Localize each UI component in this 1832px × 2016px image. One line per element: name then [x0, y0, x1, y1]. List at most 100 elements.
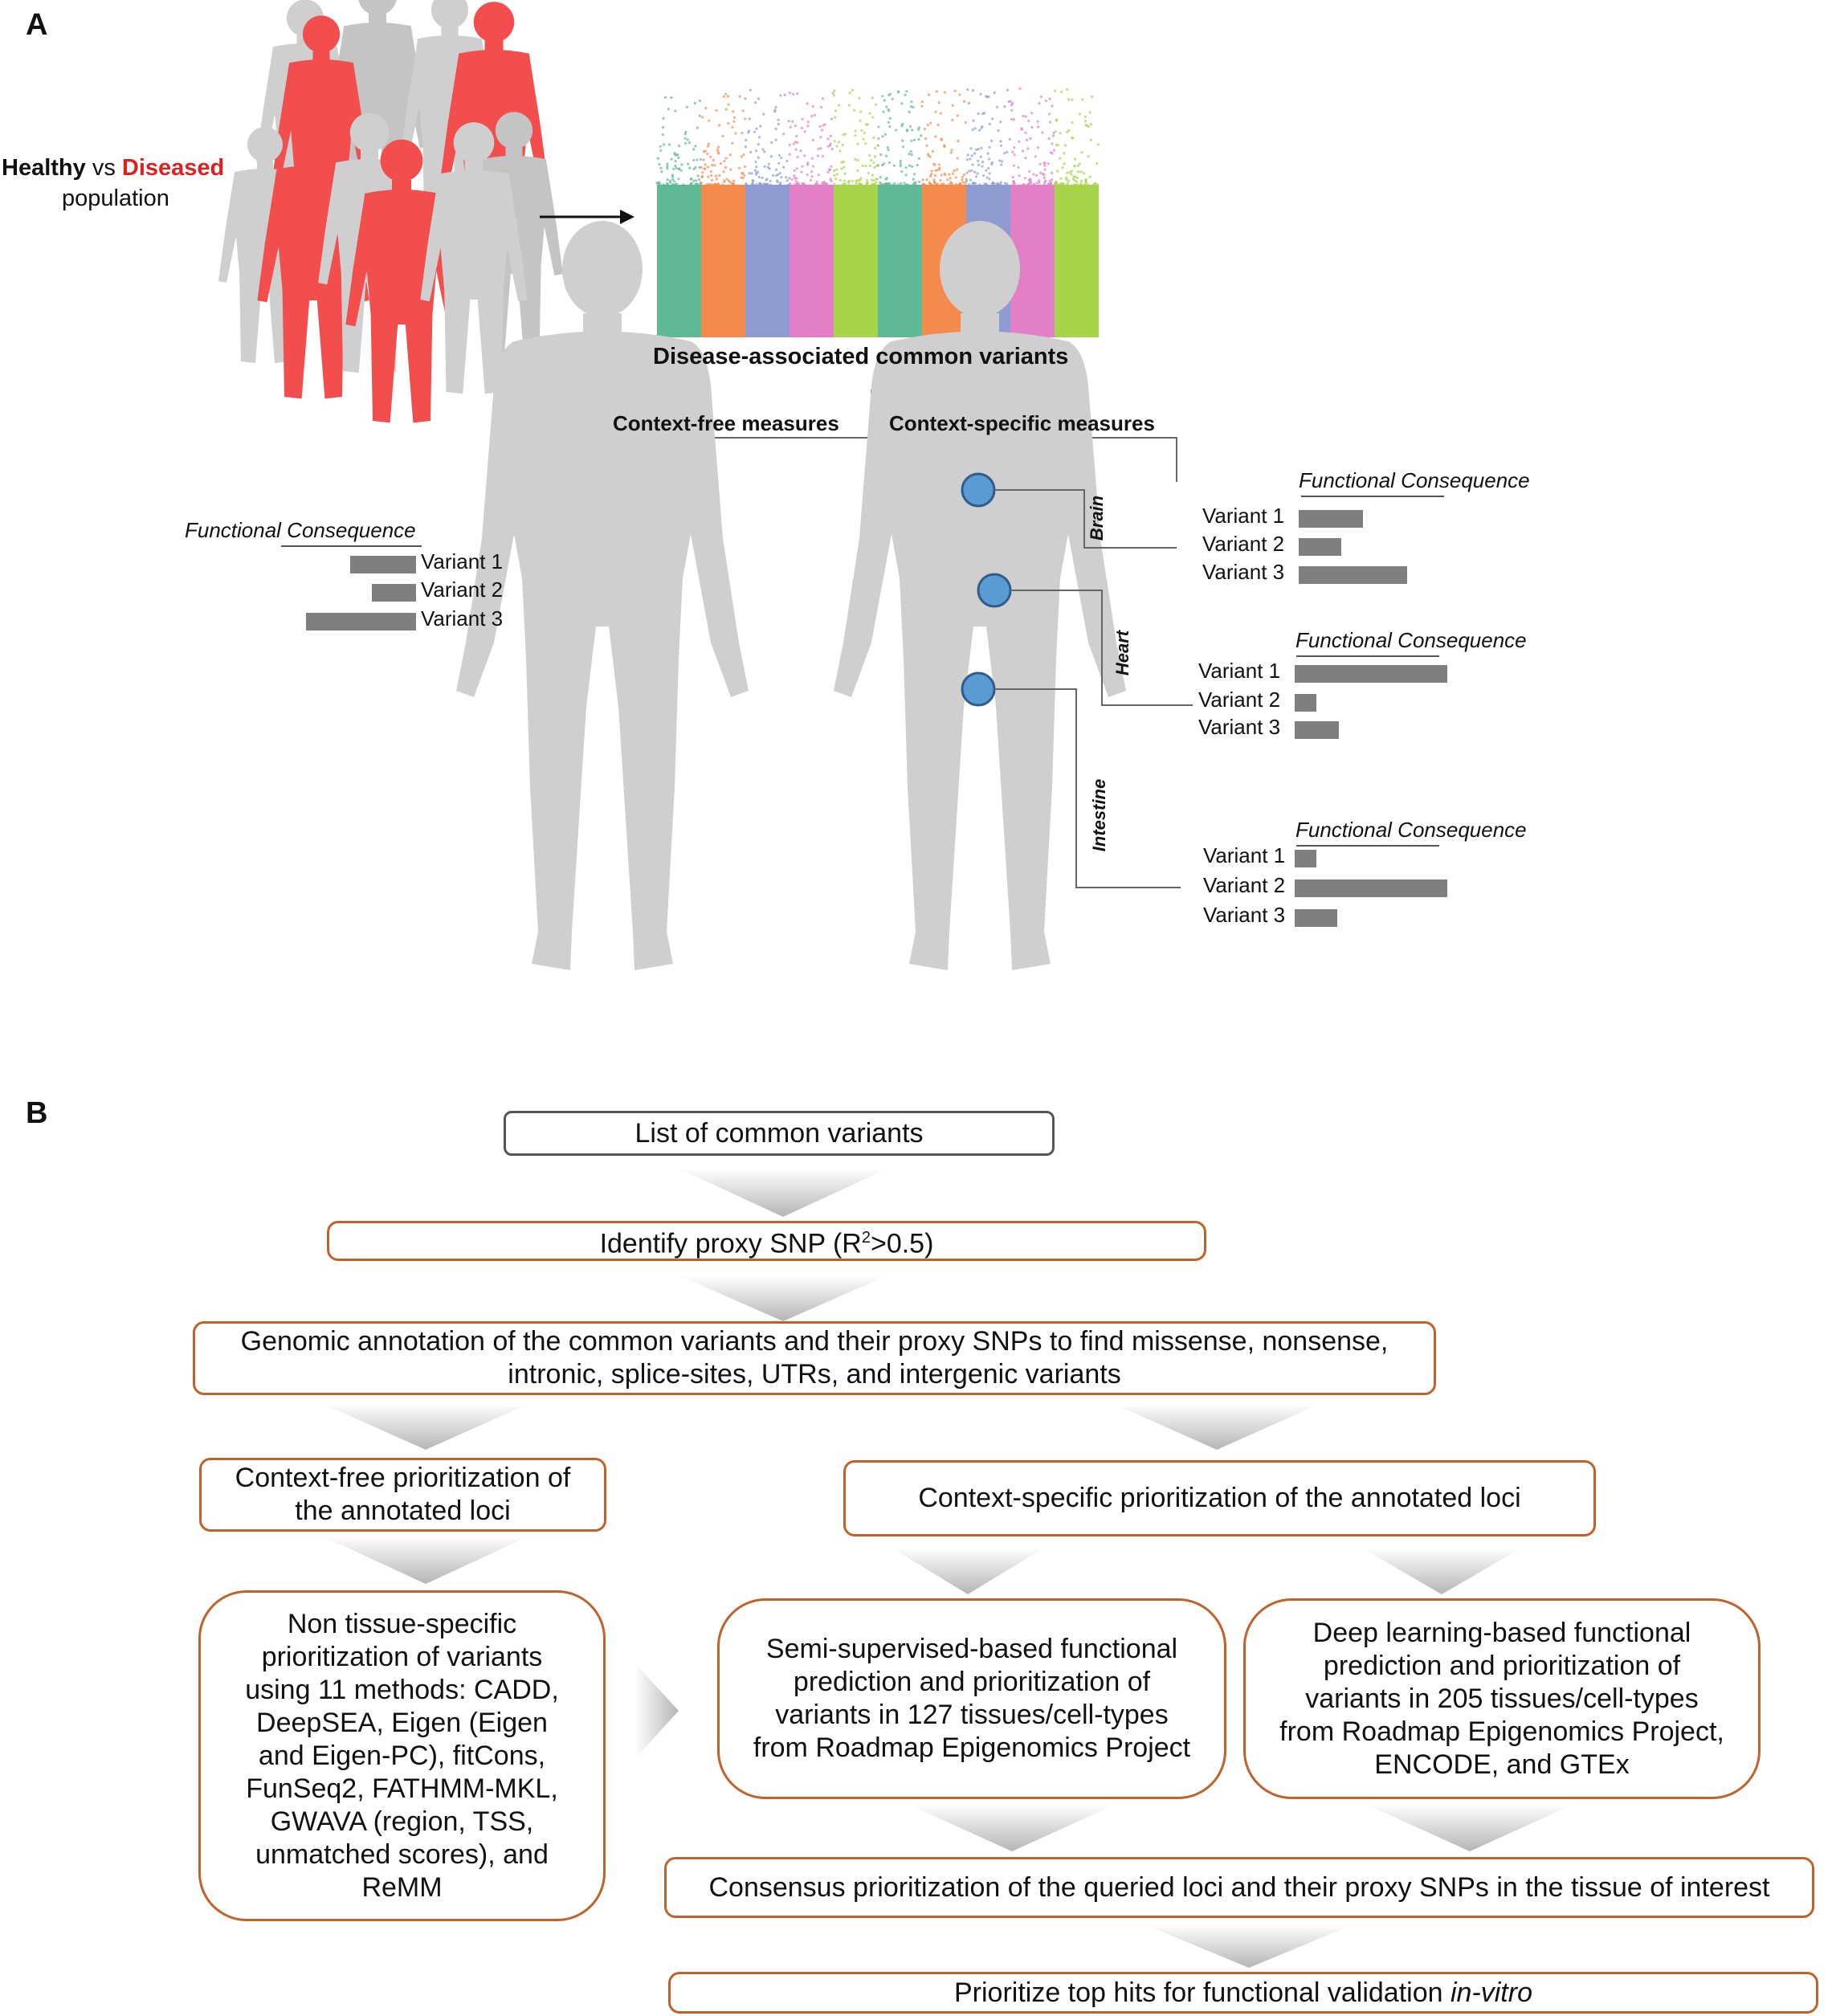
manhattan-point — [932, 178, 936, 182]
manhattan-point — [671, 175, 675, 178]
manhattan-point — [1021, 149, 1025, 153]
manhattan-point — [976, 172, 979, 175]
manhattan-point — [930, 169, 933, 173]
manhattan-point — [876, 164, 880, 167]
manhattan-point — [910, 153, 913, 157]
manhattan-point — [888, 116, 892, 120]
manhattan-point — [826, 145, 830, 148]
manhattan-point — [716, 145, 720, 149]
manhattan-point — [822, 124, 825, 127]
manhattan-column — [878, 185, 922, 337]
manhattan-point — [1036, 146, 1039, 149]
manhattan-point — [965, 158, 969, 161]
manhattan-point — [1066, 183, 1069, 186]
manhattan-point — [1059, 157, 1062, 160]
manhattan-point — [661, 133, 664, 137]
manhattan-point — [731, 125, 734, 129]
manhattan-point — [900, 170, 904, 173]
manhattan-point — [841, 144, 845, 147]
manhattan-point — [708, 119, 711, 122]
manhattan-point — [810, 157, 814, 160]
manhattan-point — [939, 112, 942, 115]
manhattan-point — [1011, 150, 1014, 153]
manhattan-point — [1024, 131, 1027, 134]
manhattan-point — [852, 108, 856, 112]
manhattan-point — [1029, 137, 1032, 140]
manhattan-point — [1072, 183, 1075, 186]
manhattan-point — [696, 174, 700, 178]
manhattan-point — [701, 171, 704, 174]
manhattan-point — [732, 110, 735, 113]
manhattan-point — [924, 137, 928, 141]
manhattan-point — [913, 138, 916, 141]
manhattan-point — [872, 161, 875, 164]
manhattan-point — [971, 128, 974, 131]
manhattan-point — [693, 101, 696, 105]
manhattan-point — [794, 183, 797, 186]
manhattan-point — [887, 161, 892, 165]
manhattan-point — [840, 167, 843, 170]
manhattan-point — [988, 122, 992, 126]
manhattan-point — [750, 172, 753, 175]
manhattan-point — [858, 178, 862, 182]
manhattan-point — [877, 137, 880, 141]
manhattan-point — [971, 163, 974, 166]
manhattan-point — [811, 104, 814, 108]
manhattan-point — [790, 178, 794, 182]
manhattan-point — [819, 136, 822, 139]
manhattan-point — [883, 99, 886, 102]
manhattan-point — [698, 178, 701, 182]
manhattan-point — [677, 178, 680, 181]
manhattan-point — [871, 116, 875, 119]
manhattan-point — [782, 165, 785, 169]
variant-bar — [1299, 538, 1341, 556]
manhattan-point — [873, 155, 877, 158]
manhattan-point — [1076, 164, 1080, 167]
manhattan-point — [1072, 175, 1075, 178]
manhattan-point — [884, 154, 888, 157]
manhattan-point — [821, 154, 824, 158]
chevron-5a — [908, 1804, 1116, 1851]
manhattan-point — [762, 112, 765, 116]
manhattan-point — [666, 165, 669, 168]
manhattan-point — [826, 137, 830, 141]
manhattan-point — [893, 182, 896, 186]
manhattan-point — [672, 167, 675, 170]
manhattan-point — [830, 165, 833, 168]
manhattan-point — [731, 182, 734, 186]
manhattan-point — [831, 92, 834, 95]
manhattan-point — [963, 100, 966, 103]
manhattan-point — [769, 183, 772, 186]
manhattan-point — [1003, 182, 1006, 185]
manhattan-point — [763, 165, 766, 168]
manhattan-point — [816, 154, 819, 157]
manhattan-point — [663, 143, 666, 146]
manhattan-point — [854, 134, 857, 137]
manhattan-point — [1084, 178, 1087, 182]
manhattan-point — [777, 153, 781, 157]
manhattan-point — [666, 167, 669, 170]
manhattan-point — [997, 129, 1000, 133]
manhattan-point — [968, 169, 971, 173]
manhattan-point — [951, 104, 954, 107]
manhattan-point — [776, 179, 779, 182]
manhattan-point — [769, 179, 772, 183]
manhattan-point — [726, 95, 730, 98]
manhattan-point — [676, 153, 679, 157]
manhattan-point — [980, 146, 983, 149]
manhattan-point — [836, 173, 839, 176]
fc-title-intestine: Functional Consequence — [1295, 818, 1527, 842]
manhattan-point — [809, 178, 813, 182]
manhattan-point — [744, 97, 747, 100]
manhattan-point — [1027, 119, 1030, 123]
manhattan-point — [892, 164, 896, 167]
manhattan-point — [1065, 178, 1068, 182]
manhattan-point — [755, 127, 758, 130]
manhattan-point — [876, 144, 879, 147]
manhattan-point — [936, 182, 939, 186]
manhattan-point — [815, 180, 818, 183]
manhattan-point — [961, 181, 965, 184]
fc-underline-left — [281, 545, 422, 547]
manhattan-point — [847, 181, 850, 184]
